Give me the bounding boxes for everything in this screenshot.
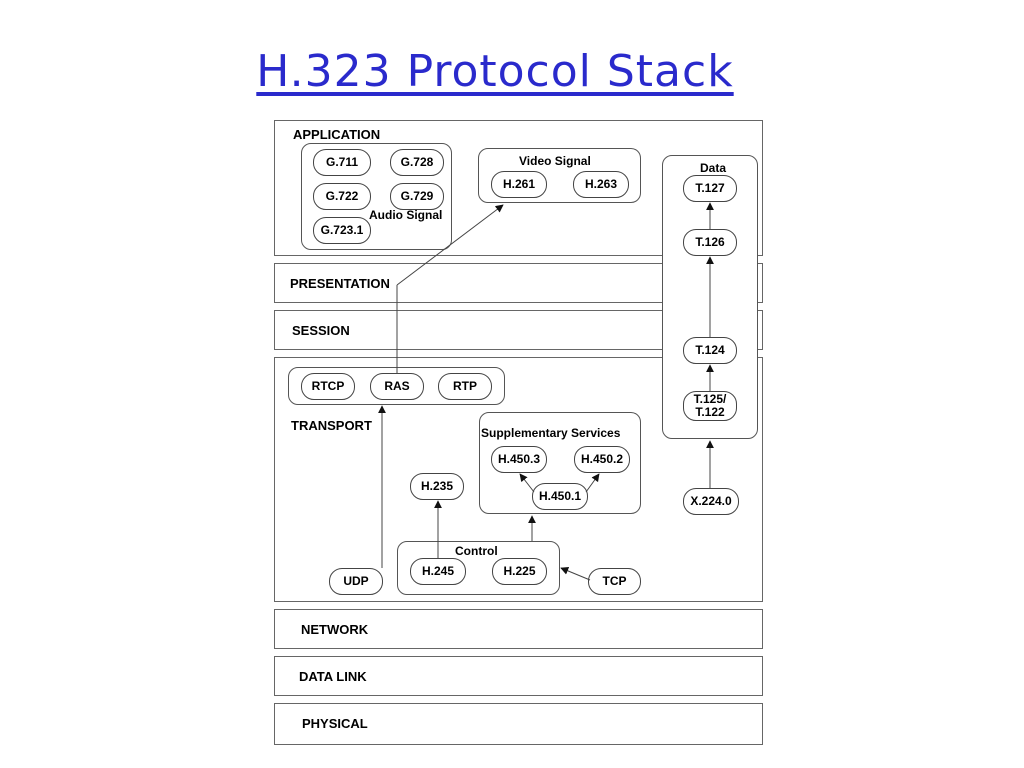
protocol-t126: T.126 (683, 229, 737, 256)
protocol-h4501: H.450.1 (532, 483, 588, 510)
protocol-h261: H.261 (491, 171, 547, 198)
protocol-tcp: TCP (588, 568, 641, 595)
protocol-x2240: X.224.0 (683, 488, 739, 515)
h4501-to-h4503-arrow (519, 473, 535, 493)
presentation-to-video-arrow (396, 204, 504, 286)
h4501-to-h4502-arrow (585, 473, 600, 493)
protocol-ras: RAS (370, 373, 424, 400)
protocol-rtp: RTP (438, 373, 492, 400)
video-signal-label: Video Signal (519, 154, 591, 168)
supplementary-services-label: Supplementary Services (481, 426, 621, 440)
layer-label-presentation: PRESENTATION (290, 276, 390, 291)
protocol-udp: UDP (329, 568, 383, 595)
protocol-g728: G.728 (390, 149, 444, 176)
protocol-t125-t122: T.125/ T.122 (683, 391, 737, 421)
control-label: Control (455, 544, 498, 558)
audio-signal-label: Audio Signal (369, 208, 443, 222)
layer-data-link: DATA LINK (274, 656, 763, 696)
protocol-g729: G.729 (390, 183, 444, 210)
protocol-t124: T.124 (683, 337, 737, 364)
protocol-rtcp: RTCP (301, 373, 355, 400)
protocol-h4503: H.450.3 (491, 446, 547, 473)
protocol-g722: G.722 (313, 183, 371, 210)
protocol-h263: H.263 (573, 171, 629, 198)
layer-network: NETWORK (274, 609, 763, 649)
tcp-to-h225-arrow (560, 567, 591, 581)
protocol-h225: H.225 (492, 558, 547, 585)
protocol-h4502: H.450.2 (574, 446, 630, 473)
layer-physical: PHYSICAL (274, 703, 763, 745)
layer-label-data-link: DATA LINK (299, 669, 367, 684)
protocol-h235: H.235 (410, 473, 464, 500)
protocol-g711: G.711 (313, 149, 371, 176)
protocol-h245: H.245 (410, 558, 466, 585)
data-label: Data (700, 161, 727, 175)
protocol-t127: T.127 (683, 175, 737, 202)
layer-label-transport: TRANSPORT (291, 418, 372, 433)
layer-label-session: SESSION (292, 323, 350, 338)
layer-label-application: APPLICATION (293, 127, 381, 142)
protocol-t122-label: T.122 (695, 405, 725, 419)
slide-title: H.323 Protocol Stack (256, 46, 734, 97)
protocol-g7231: G.723.1 (313, 217, 371, 244)
layer-label-network: NETWORK (301, 622, 369, 637)
layer-label-physical: PHYSICAL (302, 716, 368, 731)
protocol-t125-label: T.125/ (693, 392, 727, 406)
